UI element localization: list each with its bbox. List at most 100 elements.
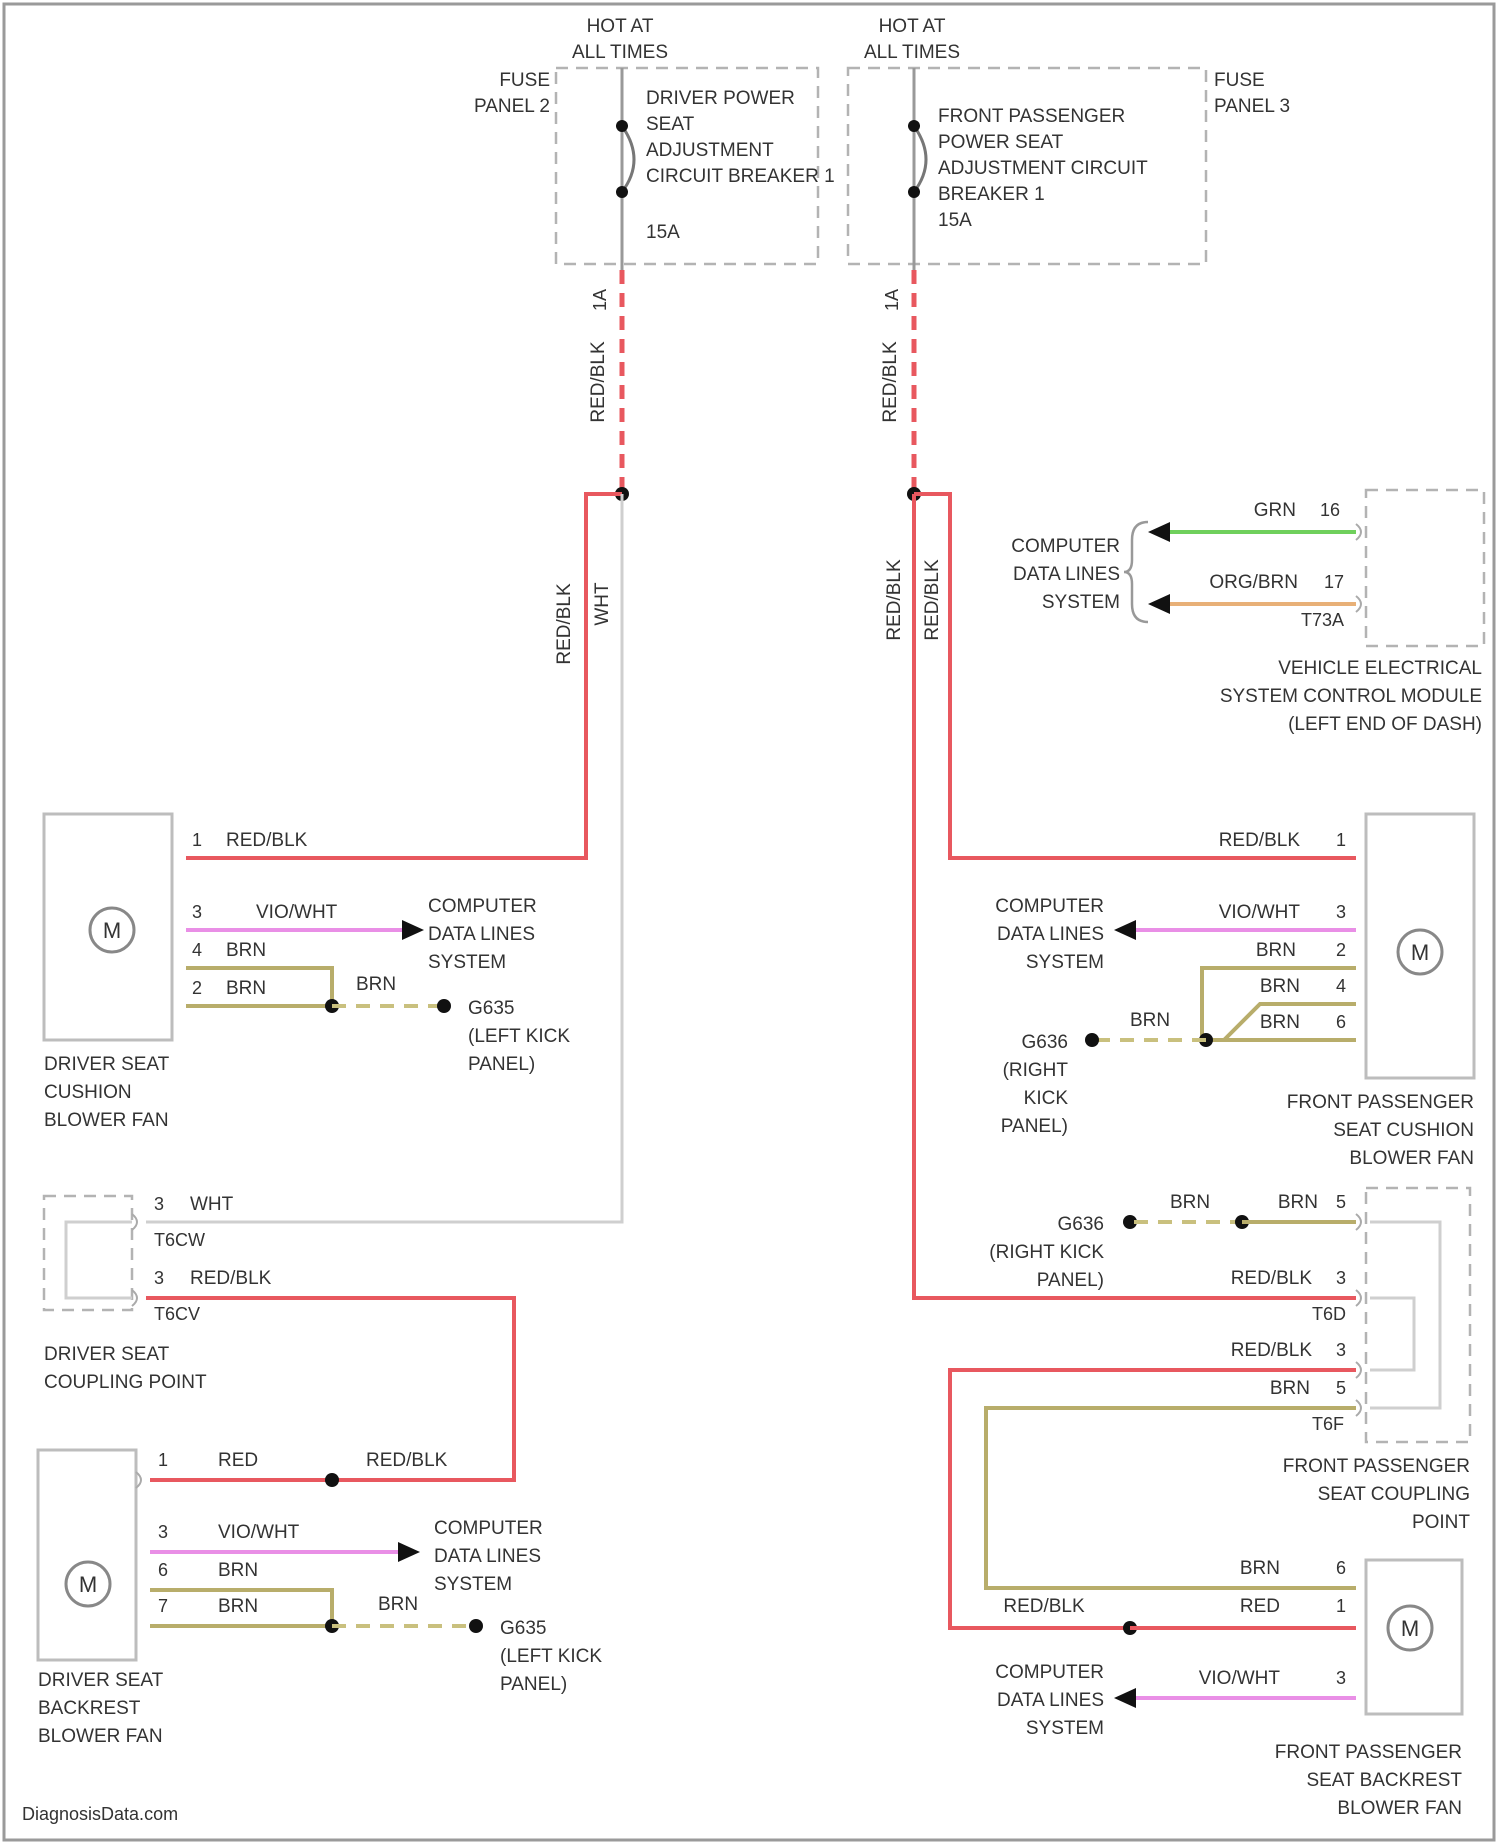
- svg-text:COUPLING POINT: COUPLING POINT: [44, 1372, 207, 1393]
- ground-point-icon: [1085, 1033, 1099, 1047]
- svg-text:G636: G636: [1058, 1214, 1104, 1235]
- svg-text:FUSE: FUSE: [499, 70, 550, 91]
- svg-text:VIO/WHT: VIO/WHT: [218, 1522, 300, 1543]
- svg-text:M: M: [1411, 940, 1429, 965]
- left-trunk-label-b: WHT: [592, 582, 613, 626]
- svg-text:VIO/WHT: VIO/WHT: [1219, 902, 1301, 923]
- watermark: DiagnosisData.com: [22, 1804, 178, 1824]
- circuit-breaker-right-icon: [914, 126, 926, 192]
- vehicle-electrical-system-control-module: VEHICLE ELECTRICAL SYSTEM CONTROL MODULE…: [1011, 490, 1484, 735]
- driver-seat-coupling-point: 3 WHT T6CW 3 RED/BLK T6CV DRIVER SEAT CO…: [44, 1194, 514, 1480]
- breaker-left-terminal-bottom: [616, 186, 628, 198]
- svg-text:BRN: BRN: [1270, 1378, 1310, 1399]
- svg-text:ALL TIMES: ALL TIMES: [864, 42, 960, 63]
- svg-text:3: 3: [1336, 902, 1346, 922]
- front-passenger-seat-backrest-blower-fan: M FRONT PASSENGER SEAT BACKREST BLOWER F…: [995, 1558, 1462, 1819]
- ground-point-icon: [437, 999, 451, 1013]
- svg-text:ADJUSTMENT: ADJUSTMENT: [646, 140, 774, 161]
- svg-text:BREAKER 1: BREAKER 1: [938, 184, 1045, 205]
- driver-seat-cushion-blower-fan: M DRIVER SEAT CUSHION BLOWER FAN 1 RED/B…: [44, 814, 570, 1131]
- svg-text:BRN: BRN: [1278, 1192, 1318, 1213]
- svg-text:ALL TIMES: ALL TIMES: [572, 42, 668, 63]
- breaker-right-terminal-bottom: [908, 186, 920, 198]
- hot-label-right: HOT AT ALL TIMES: [864, 16, 960, 63]
- svg-text:PANEL): PANEL): [1001, 1116, 1068, 1137]
- svg-text:6: 6: [1336, 1012, 1346, 1032]
- svg-text:15A: 15A: [938, 210, 972, 231]
- svg-text:1: 1: [158, 1450, 168, 1470]
- wire-left-redblk-cushion: [186, 494, 622, 858]
- svg-text:FRONT PASSENGER: FRONT PASSENGER: [1287, 1092, 1474, 1113]
- svg-text:DATA LINES: DATA LINES: [997, 924, 1104, 945]
- svg-text:3: 3: [1336, 1340, 1346, 1360]
- svg-text:COMPUTER: COMPUTER: [995, 1662, 1104, 1683]
- svg-text:COMPUTER: COMPUTER: [428, 896, 537, 917]
- svg-text:SYSTEM: SYSTEM: [1026, 952, 1104, 973]
- terminal-icon: [1356, 1290, 1361, 1306]
- arrow-icon: [402, 920, 424, 940]
- fuse-panel-2: FUSE PANEL 2 DRIVER POWER SEAT ADJUSTMEN…: [474, 68, 835, 311]
- svg-text:VIO/WHT: VIO/WHT: [1199, 1668, 1281, 1689]
- svg-text:PANEL): PANEL): [468, 1054, 535, 1075]
- svg-text:COMPUTER: COMPUTER: [1011, 536, 1120, 557]
- svg-text:15A: 15A: [646, 222, 680, 243]
- svg-text:FRONT PASSENGER: FRONT PASSENGER: [1275, 1742, 1462, 1763]
- svg-text:2: 2: [1336, 940, 1346, 960]
- svg-text:T6F: T6F: [1312, 1414, 1344, 1434]
- svg-text:RED: RED: [218, 1450, 258, 1471]
- svg-text:FUSE: FUSE: [1214, 70, 1265, 91]
- svg-text:SEAT BACKREST: SEAT BACKREST: [1306, 1770, 1462, 1791]
- svg-text:1: 1: [1336, 1596, 1346, 1616]
- svg-text:PANEL): PANEL): [1037, 1270, 1104, 1291]
- svg-text:3: 3: [1336, 1668, 1346, 1688]
- svg-text:BLOWER FAN: BLOWER FAN: [44, 1110, 169, 1131]
- svg-text:4: 4: [1336, 976, 1346, 996]
- svg-text:BLOWER FAN: BLOWER FAN: [1349, 1148, 1474, 1169]
- driver-seat-backrest-blower-fan: M DRIVER SEAT BACKREST BLOWER FAN 1 RED …: [38, 1450, 602, 1747]
- terminal-icon: [1356, 1400, 1361, 1416]
- svg-text:SYSTEM: SYSTEM: [1042, 592, 1120, 613]
- svg-text:7: 7: [158, 1596, 168, 1616]
- svg-text:3: 3: [154, 1194, 164, 1214]
- svg-text:BRN: BRN: [1130, 1010, 1170, 1031]
- svg-text:RED/BLK: RED/BLK: [190, 1268, 272, 1289]
- svg-text:BLOWER FAN: BLOWER FAN: [1337, 1798, 1462, 1819]
- svg-text:RED/BLK: RED/BLK: [226, 830, 308, 851]
- svg-text:(RIGHT KICK: (RIGHT KICK: [989, 1242, 1104, 1263]
- svg-text:BLOWER FAN: BLOWER FAN: [38, 1726, 163, 1747]
- svg-text:G635: G635: [500, 1618, 546, 1639]
- svg-text:M: M: [1401, 1616, 1419, 1641]
- svg-text:GRN: GRN: [1254, 500, 1296, 521]
- ground-point-icon: [469, 1619, 483, 1633]
- svg-text:VIO/WHT: VIO/WHT: [256, 902, 338, 923]
- svg-text:SYSTEM: SYSTEM: [428, 952, 506, 973]
- svg-text:T6CW: T6CW: [154, 1230, 205, 1250]
- svg-text:PANEL): PANEL): [500, 1674, 567, 1695]
- svg-text:KICK: KICK: [1024, 1088, 1069, 1109]
- svg-text:G635: G635: [468, 998, 514, 1019]
- svg-text:DRIVER SEAT: DRIVER SEAT: [44, 1344, 170, 1365]
- svg-text:BRN: BRN: [226, 940, 266, 961]
- svg-text:SYSTEM: SYSTEM: [434, 1574, 512, 1595]
- cdl-brace-icon: [1124, 522, 1148, 622]
- svg-text:BRN: BRN: [226, 978, 266, 999]
- svg-text:3: 3: [1336, 1268, 1346, 1288]
- svg-text:1: 1: [192, 830, 202, 850]
- hot-label-left: HOT AT ALL TIMES: [572, 16, 668, 63]
- svg-text:POWER SEAT: POWER SEAT: [938, 132, 1064, 153]
- svg-text:5: 5: [1336, 1378, 1346, 1398]
- svg-text:RED: RED: [1240, 1596, 1280, 1617]
- svg-text:PANEL 2: PANEL 2: [474, 96, 550, 117]
- svg-text:CIRCUIT BREAKER 1: CIRCUIT BREAKER 1: [646, 166, 835, 187]
- right-trunk-label-b: RED/BLK: [922, 559, 943, 641]
- svg-text:G636: G636: [1022, 1032, 1068, 1053]
- svg-text:RED/BLK: RED/BLK: [1003, 1596, 1085, 1617]
- svg-text:6: 6: [1336, 1558, 1346, 1578]
- arrow-icon: [1114, 1688, 1136, 1708]
- svg-text:BACKREST: BACKREST: [38, 1698, 141, 1719]
- coupling-loop-inner: [1370, 1298, 1414, 1370]
- svg-text:(LEFT KICK: (LEFT KICK: [500, 1646, 602, 1667]
- svg-text:PANEL 3: PANEL 3: [1214, 96, 1290, 117]
- svg-text:SYSTEM CONTROL MODULE: SYSTEM CONTROL MODULE: [1220, 686, 1482, 707]
- terminal-icon: [1356, 1214, 1361, 1230]
